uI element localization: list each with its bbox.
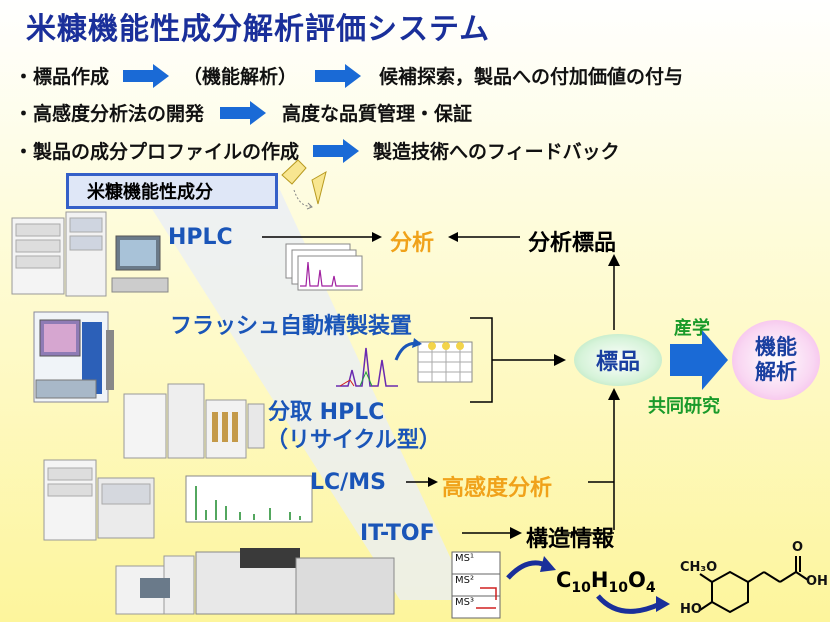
method-hplc: HPLC	[168, 225, 233, 250]
ittof-instrument-icon	[115, 548, 395, 615]
right-arrow-icon	[220, 100, 267, 125]
mass-spectrum-icon	[185, 475, 313, 523]
ms-stack-icon	[451, 551, 501, 619]
lcms-instrument-icon	[43, 459, 155, 541]
right-arrow-icon	[123, 63, 170, 88]
acid-oxygen-label: O	[792, 540, 804, 555]
bullet-text: 標品作成	[33, 66, 110, 88]
ms2-label: MS²	[455, 575, 474, 586]
flash-purifier-icon	[33, 311, 114, 403]
outcome-analysis-standard: 分析標品	[528, 231, 617, 256]
methoxy-label: CH₃O	[680, 560, 718, 575]
bullet-marker: ・	[14, 103, 34, 125]
standard-label: 標品	[595, 350, 640, 375]
fraction-chromatogram-icon	[336, 338, 473, 387]
bullet-marker: ・	[14, 141, 34, 163]
component-tag: 米糠機能性成分	[66, 173, 278, 209]
chromatogram-icon	[285, 243, 363, 291]
bullet-text: 高度な品質管理・保証	[282, 103, 473, 125]
ms1-label: MS¹	[455, 553, 474, 564]
right-arrow-icon	[313, 138, 360, 163]
collab-bottom-label: 共同研究	[648, 396, 720, 417]
molecule-structure-icon	[699, 556, 809, 614]
formula-h: H	[590, 568, 609, 592]
bullet-row-2: ・ 高感度分析法の開発 高度な品質管理・保証	[14, 99, 472, 126]
method-flash: フラッシュ自動精製装置	[170, 314, 413, 339]
acid-oh-label: OH	[806, 574, 828, 589]
function-analysis-node: 機能 解析	[732, 320, 820, 400]
bullet-text: 製品の成分プロファイルの作成	[33, 141, 300, 163]
method-lcms: LC/MS	[310, 470, 386, 495]
diagonal-band	[140, 190, 470, 600]
molecular-formula: C10H10O4	[556, 568, 656, 596]
hydroxy-label: HO	[680, 602, 702, 617]
formula-c: C	[556, 568, 572, 592]
outcome-structure-info: 構造情報	[526, 527, 615, 552]
collab-top-label: 産学	[674, 318, 710, 339]
bullet-text: （機能解析）	[183, 66, 298, 88]
outcome-high-sensitivity: 高感度分析	[442, 476, 553, 501]
collab-arrow	[670, 330, 728, 390]
bullet-text: 候補探索，製品への付加価値の付与	[379, 66, 684, 88]
formula-c-count: 10	[571, 580, 591, 597]
page-title: 米糠機能性成分解析評価システム	[26, 12, 491, 47]
formula-o-count: 4	[645, 580, 656, 597]
ms3-label: MS³	[455, 597, 474, 608]
bullet-text: 高感度分析法の開発	[33, 103, 205, 125]
bullet-row-3: ・ 製品の成分プロファイルの作成 製造技術へのフィードバック	[14, 137, 620, 164]
hplc-instrument-icon	[11, 211, 169, 297]
formula-o: O	[627, 568, 646, 592]
method-prep-hplc: 分取 HPLC	[268, 400, 385, 425]
formula-h-count: 10	[608, 580, 628, 597]
outcome-analysis: 分析	[390, 231, 435, 256]
method-prep-hplc-note: （リサイクル型）	[266, 428, 441, 453]
function-line-2: 解析	[755, 360, 797, 384]
function-line-1: 機能	[755, 334, 797, 359]
bullet-row-1: ・ 標品作成 （機能解析） 候補探索，製品への付加価値の付与	[14, 62, 683, 89]
prep-hplc-instrument-icon	[123, 383, 265, 459]
bullet-text: 製造技術へのフィードバック	[373, 141, 620, 163]
standard-node: 標品	[574, 334, 662, 386]
method-ittof: IT-TOF	[360, 521, 435, 546]
bullet-marker: ・	[14, 66, 34, 88]
right-arrow-icon	[315, 63, 362, 88]
